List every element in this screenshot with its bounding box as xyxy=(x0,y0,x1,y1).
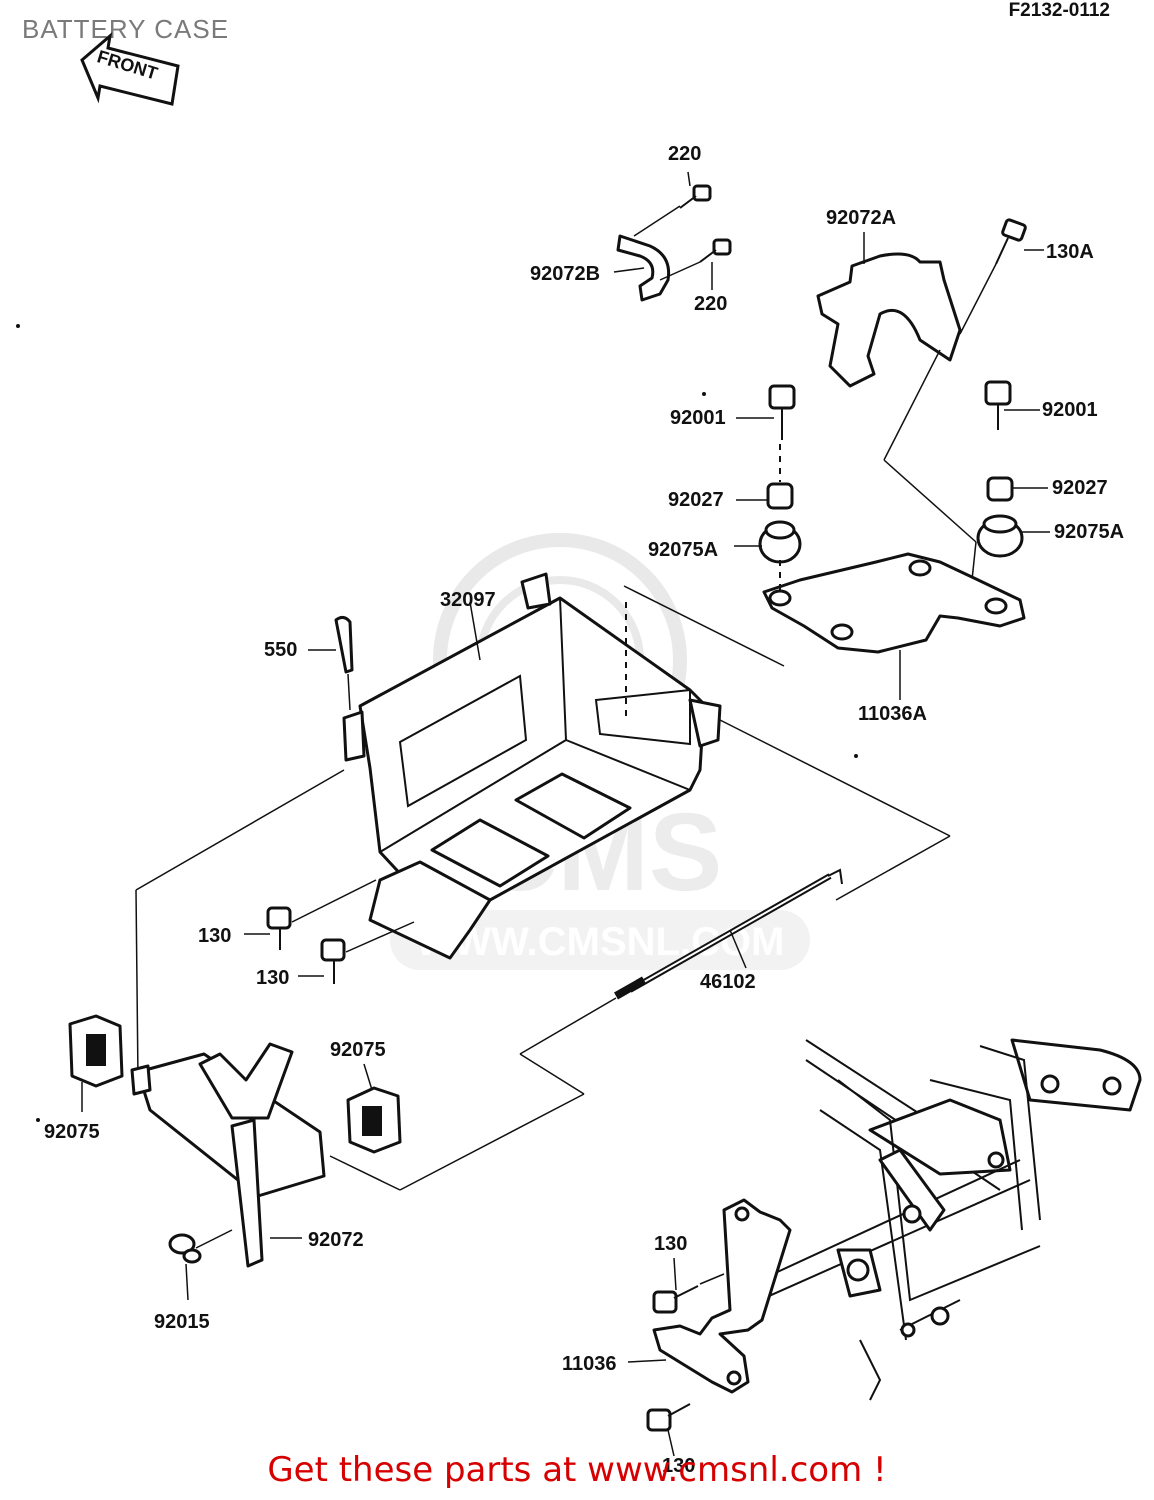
label-92015: 92015 xyxy=(154,1311,210,1333)
bracket-11036A-part xyxy=(762,552,1026,654)
label-92001-right: 92001 xyxy=(1042,399,1098,421)
label-130A: 130A xyxy=(1046,241,1094,263)
label-130-bracket-upper: 130 xyxy=(654,1233,687,1255)
collar-92027-left-part xyxy=(766,482,794,510)
pad-92075-left-part xyxy=(68,1014,124,1088)
label-92075A-left: 92075A xyxy=(648,539,718,561)
screw-220-lower-part xyxy=(699,238,732,263)
diagram-title: BATTERY CASE xyxy=(22,14,230,44)
label-92075A-right: 92075A xyxy=(1054,521,1124,543)
diagram-reference-code: F2132-0112 xyxy=(1008,0,1110,21)
bolt-130-bracket-lower-part xyxy=(646,1403,691,1432)
label-220-lower: 220 xyxy=(694,293,727,315)
grommet-92075A-right-part xyxy=(976,514,1024,558)
rod-46102-part xyxy=(614,868,843,1000)
grommet-92075A-left-part xyxy=(758,520,802,564)
label-11036: 11036 xyxy=(562,1353,617,1375)
label-11036A: 11036A xyxy=(858,703,927,725)
bolt-92001-left-part xyxy=(768,384,796,440)
bolt-130-upper-part xyxy=(266,906,292,950)
label-92075-right: 92075 xyxy=(330,1039,386,1061)
label-92027-left: 92027 xyxy=(668,489,724,511)
clamp-92072A-part xyxy=(816,252,962,388)
label-46102: 46102 xyxy=(700,971,756,993)
pad-92075-right-part xyxy=(346,1086,402,1154)
label-130-bracket-lower: 130 xyxy=(662,1455,695,1477)
label-92027-right: 92027 xyxy=(1052,477,1108,499)
screw-220-top-part xyxy=(679,184,712,209)
motorcycle-frame-part xyxy=(759,1038,1142,1401)
collar-92027-right-part xyxy=(986,476,1014,502)
label-220-top: 220 xyxy=(668,143,701,165)
label-92072B: 92072B xyxy=(530,263,600,285)
label-32097: 32097 xyxy=(440,589,496,611)
label-92075-left: 92075 xyxy=(44,1121,100,1143)
label-92072A: 92072A xyxy=(826,207,896,229)
bolt-130-lower-part xyxy=(320,938,346,984)
watermark-text: WWW.CMSNL.COM xyxy=(416,920,785,964)
label-92072: 92072 xyxy=(308,1229,364,1251)
label-130-lower: 130 xyxy=(256,967,289,989)
bolt-130A-part xyxy=(995,218,1027,265)
bracket-11036-part xyxy=(652,1198,792,1394)
wing-nut-92015-part xyxy=(168,1233,202,1264)
holder-92072-part xyxy=(130,1042,326,1268)
bolt-92001-right-part xyxy=(984,380,1012,430)
cotter-pin-550-part xyxy=(334,615,354,674)
battery-case-32097-part xyxy=(342,572,722,960)
label-550: 550 xyxy=(264,639,297,661)
label-92001-left: 92001 xyxy=(670,407,726,429)
cms-watermark: CMS WWW.CMSNL.COM xyxy=(390,533,810,970)
label-130-upper: 130 xyxy=(198,925,231,947)
footer-link-text[interactable]: Get these parts at www.cmsnl.com ! xyxy=(267,1450,887,1490)
front-arrow-icon: FRONT xyxy=(80,32,180,106)
clamp-92072B-part xyxy=(616,234,671,302)
bolt-130-bracket-upper-part xyxy=(652,1285,699,1314)
